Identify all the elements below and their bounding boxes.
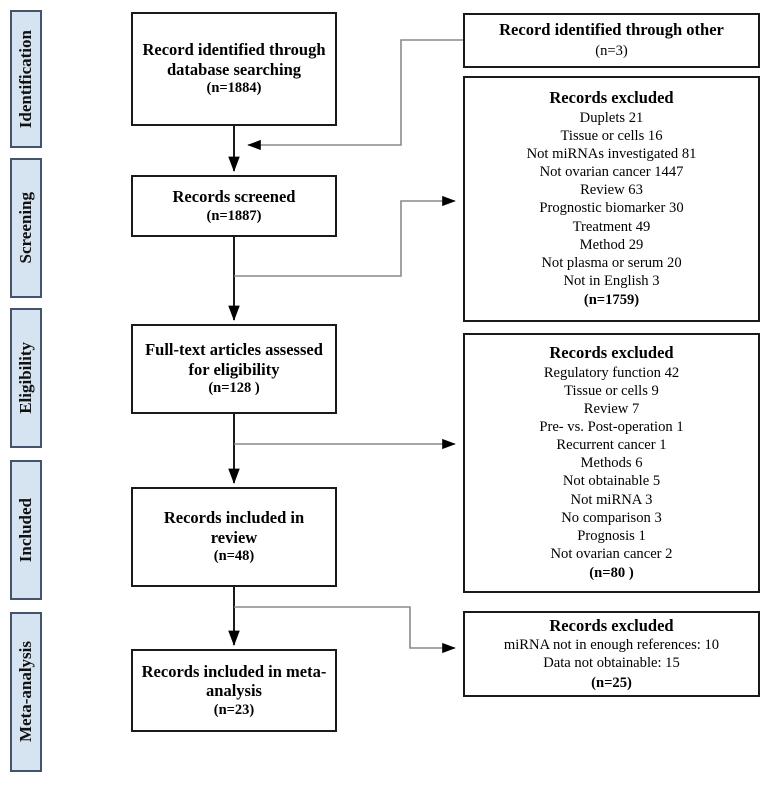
box-count: (n=23)	[213, 701, 255, 718]
exclusion-title: Records excluded	[549, 343, 674, 363]
exclusion-item: Review 7	[583, 401, 640, 418]
box-title: Records included in review	[163, 508, 305, 547]
stage-label-text: Meta-analysis	[16, 641, 35, 743]
box-title: Record identified through database searc…	[142, 40, 326, 79]
exclusion-item: Method 29	[579, 236, 644, 253]
exclusion-item: Not in English 3	[563, 272, 660, 289]
exclusion-item: Treatment 49	[572, 218, 651, 235]
exclusion-item: Tissue or cells 9	[564, 382, 659, 399]
exclusion-item: Duplets 21	[579, 109, 644, 126]
connector-included-to-excluded-3	[234, 606, 456, 654]
exclusion-count: (n=1759)	[583, 291, 640, 308]
exclusion-item: Methods 6	[580, 455, 643, 472]
box-count: (n=128 )	[208, 380, 260, 397]
exclusion-item: Prognostic biomarker 30	[539, 200, 684, 217]
stage-label-text: Identification	[16, 29, 35, 129]
exclusion-item: Not obtainable 5	[562, 473, 661, 490]
exclusion-item: Not miRNA 3	[570, 491, 653, 508]
stage-label-eligibility: Eligibility	[10, 308, 42, 448]
box-records-included-review: Records included in review (n=48)	[131, 487, 337, 587]
exclusion-count: (n=25)	[591, 674, 632, 691]
stage-label-meta-analysis: Meta-analysis	[10, 612, 42, 772]
exclusion-title: Records excluded	[549, 615, 674, 635]
box-title: Records included in meta-analysis	[141, 661, 327, 701]
exclusion-item: Not plasma or serum 20	[541, 254, 682, 271]
exclusion-item: Not ovarian cancer 2	[550, 545, 673, 562]
box-title: Full-text articles assessed for eligibil…	[145, 340, 323, 379]
exclusion-item: Recurrent cancer 1	[556, 437, 667, 454]
exclusion-item: Prognosis 1	[577, 527, 646, 544]
box-fulltext-assessed-eligibility: Full-text articles assessed for eligibil…	[131, 324, 337, 414]
exclusion-item: Tissue or cells 16	[560, 128, 663, 145]
box-count: (n=1887)	[206, 207, 262, 224]
box-count: (n=48)	[213, 548, 255, 565]
exclusion-item: Not ovarian cancer 1447	[539, 164, 684, 181]
exclusion-count: (n=80 )	[589, 564, 634, 581]
box-records-identified-other: Record identified through other (n=3)	[463, 13, 760, 68]
stage-label-text: Eligibility	[16, 342, 35, 414]
box-records-identified-database: Record identified through database searc…	[131, 12, 337, 126]
exclusion-item: Review 63	[580, 182, 643, 199]
exclusion-title: Records excluded	[549, 88, 674, 108]
box-records-excluded-eligibility: Records excluded Regulatory function 42 …	[463, 333, 760, 593]
box-records-excluded-metaanalysis: Records excluded miRNA not in enough ref…	[463, 611, 760, 697]
stage-label-identification: Identification	[10, 10, 42, 148]
exclusion-item: Not miRNAs investigated 81	[526, 146, 697, 163]
box-count: (n=3)	[595, 42, 628, 59]
exclusion-item: miRNA not in enough references: 10	[503, 637, 720, 654]
stage-label-included: Included	[10, 460, 42, 600]
stage-label-text: Screening	[16, 192, 35, 264]
exclusion-item: No comparison 3	[561, 509, 662, 526]
exclusion-item: Pre- vs. Post-operation 1	[539, 419, 684, 436]
box-count: (n=1884)	[206, 80, 262, 97]
exclusion-item: Data not obtainable: 15	[543, 655, 680, 672]
box-title: Records screened	[172, 187, 296, 207]
box-records-screened: Records screened (n=1887)	[131, 175, 337, 237]
stage-label-screening: Screening	[10, 158, 42, 298]
box-title: Record identified through other	[499, 20, 724, 40]
box-records-included-metaanalysis: Records included in meta-analysis (n=23)	[131, 649, 337, 732]
box-records-excluded-screening: Records excluded Duplets 21 Tissue or ce…	[463, 76, 760, 322]
exclusion-item: Regulatory function 42	[543, 364, 680, 381]
stage-label-text: Included	[16, 497, 35, 563]
